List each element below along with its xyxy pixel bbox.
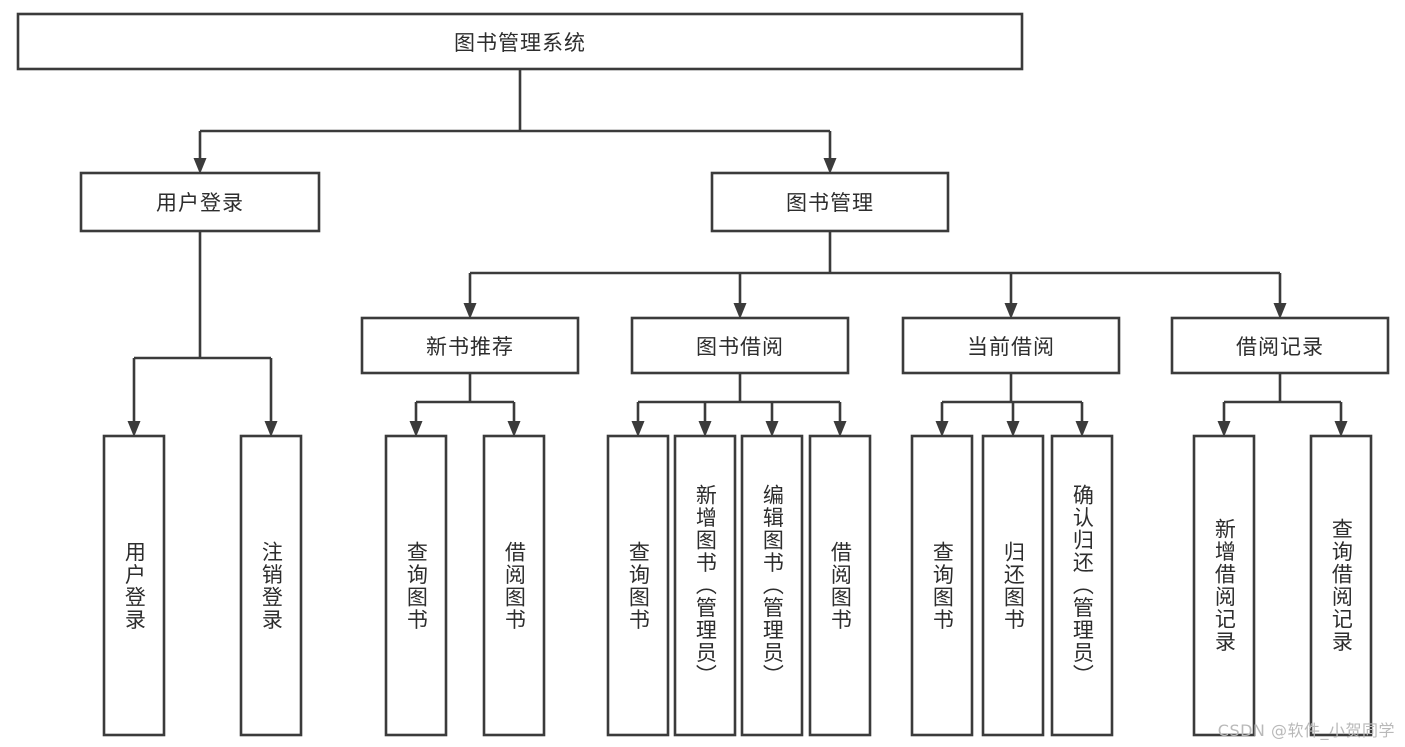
- arrow-head-icon: [1217, 421, 1231, 437]
- watermark-text: CSDN @软件_小贺同学: [1217, 721, 1395, 740]
- node-box-leaf-cur-query[interactable]: [910, 434, 974, 737]
- arrow-head-icon: [1006, 421, 1020, 437]
- arrow-head-icon: [823, 158, 837, 174]
- node-box-current-borrow[interactable]: [901, 316, 1121, 375]
- arrow-head-icon: [833, 421, 847, 437]
- arrow-head-icon: [264, 421, 278, 437]
- node-box-leaf-cur-confirm[interactable]: [1050, 434, 1114, 737]
- node-box-user-login[interactable]: [79, 171, 321, 233]
- arrow-head-icon: [1004, 303, 1018, 319]
- node-box-leaf-user-logout[interactable]: [239, 434, 303, 737]
- node-box-book-manage[interactable]: [710, 171, 950, 233]
- arrow-head-icon: [631, 421, 645, 437]
- node-box-leaf-rec-add[interactable]: [1192, 434, 1256, 737]
- arrow-head-icon: [409, 421, 423, 437]
- node-box-root[interactable]: [16, 12, 1024, 71]
- arrow-head-icon: [733, 303, 747, 319]
- node-box-book-borrow[interactable]: [630, 316, 850, 375]
- node-box-leaf-user-login[interactable]: [102, 434, 166, 737]
- node-box-leaf-cur-return[interactable]: [981, 434, 1045, 737]
- node-box-leaf-rec-borrow[interactable]: [482, 434, 546, 737]
- arrow-head-icon: [1273, 303, 1287, 319]
- arrow-head-icon: [765, 421, 779, 437]
- node-box-leaf-borrow-lend[interactable]: [808, 434, 872, 737]
- arrow-head-icon: [507, 421, 521, 437]
- nodes-layer: [16, 12, 1390, 737]
- node-box-leaf-rec-query[interactable]: [384, 434, 448, 737]
- arrow-head-icon: [1075, 421, 1089, 437]
- node-box-leaf-borrow-add[interactable]: [673, 434, 737, 737]
- arrow-head-icon: [127, 421, 141, 437]
- node-box-new-book-rec[interactable]: [360, 316, 580, 375]
- arrow-head-icon: [193, 158, 207, 174]
- arrow-head-icon: [698, 421, 712, 437]
- arrow-head-icon: [935, 421, 949, 437]
- node-box-leaf-borrow-edit[interactable]: [740, 434, 804, 737]
- node-box-borrow-record[interactable]: [1170, 316, 1390, 375]
- arrow-head-icon: [463, 303, 477, 319]
- edges-layer: [127, 69, 1348, 437]
- node-box-leaf-borrow-query[interactable]: [606, 434, 670, 737]
- arrow-head-icon: [1334, 421, 1348, 437]
- node-box-leaf-rec-search[interactable]: [1309, 434, 1373, 737]
